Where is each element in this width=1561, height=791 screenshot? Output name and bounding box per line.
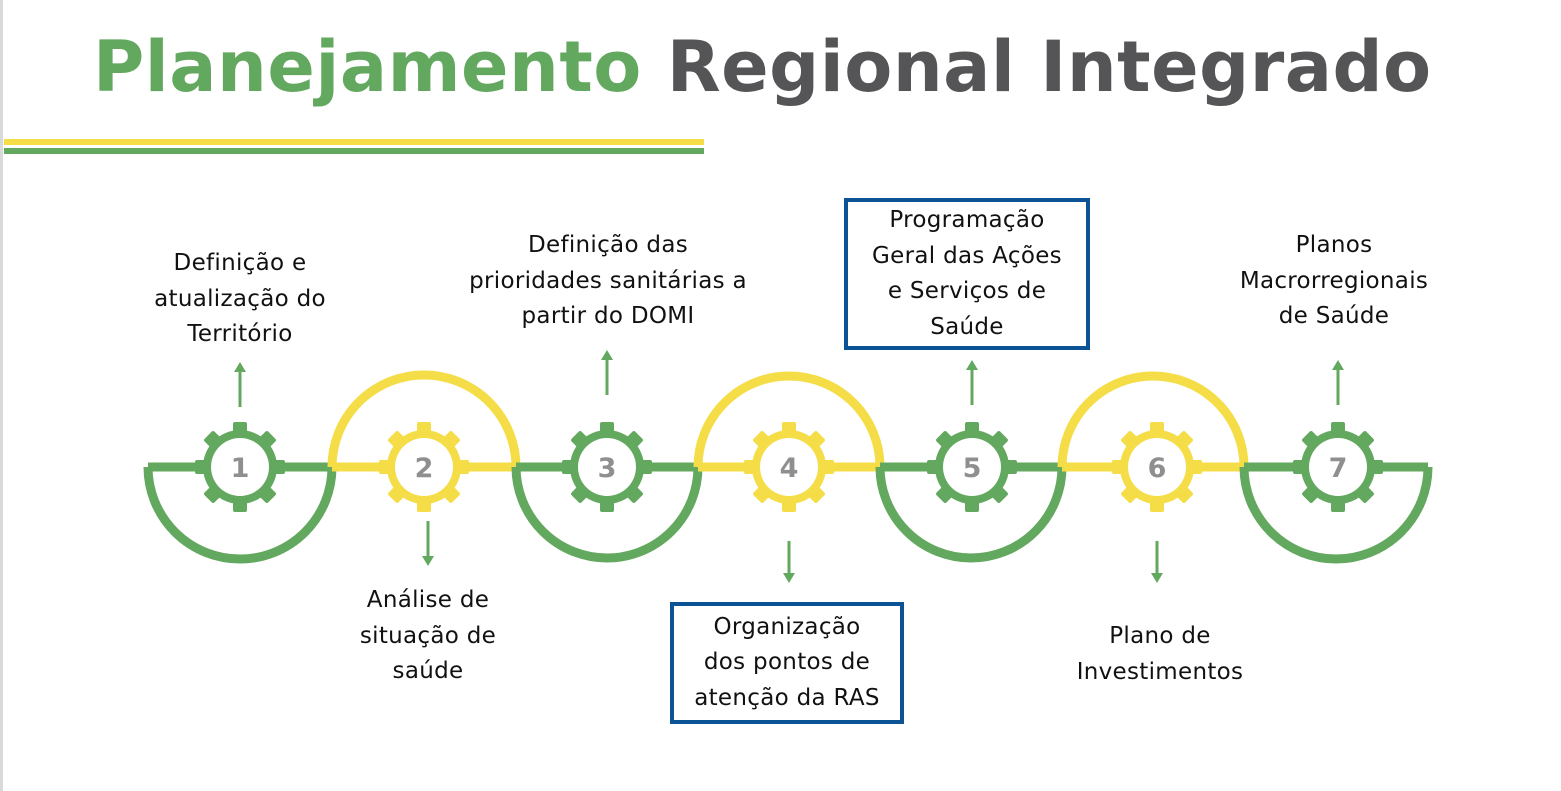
step-2-label-line: situação de bbox=[359, 622, 497, 649]
step-3-label-line: partir do DOMI bbox=[521, 303, 695, 329]
step-3-label-line: Definição das bbox=[527, 232, 689, 258]
gear-number-7: 7 bbox=[1329, 453, 1348, 484]
step-2-label-line: saúde bbox=[392, 658, 464, 684]
step-3-label: Definição das prioridades sanitárias a p… bbox=[469, 228, 747, 335]
step-2-label: Análise de situação de saúde bbox=[360, 583, 496, 690]
arrow-head-1 bbox=[234, 362, 246, 372]
step-6-label-line: Plano de bbox=[1109, 623, 1211, 649]
step-5-label-line: e Serviços de bbox=[887, 278, 1047, 304]
step-1-label: Definição e atualização do Território bbox=[154, 246, 326, 353]
step-5-label-line: Geral das Ações bbox=[872, 242, 1062, 269]
gear-hub bbox=[760, 438, 818, 496]
step-6-label: Plano de Investimentos bbox=[1077, 619, 1244, 690]
gear-2: 2 bbox=[379, 422, 469, 512]
gear-number-6: 6 bbox=[1148, 453, 1167, 484]
step-4-highlight-box: Organização dos pontos de atenção da RAS bbox=[670, 602, 904, 724]
arrow-head-6 bbox=[1151, 573, 1163, 583]
step-7-label-line: Macrorregionais bbox=[1239, 267, 1429, 294]
step-4-label: Organização dos pontos de atenção da RAS bbox=[694, 610, 880, 717]
gear-number-5: 5 bbox=[963, 453, 982, 484]
step-7-label: Planos Macrorregionais de Saúde bbox=[1240, 228, 1428, 335]
gear-number-4: 4 bbox=[780, 453, 799, 484]
step-5-highlight-box: Programação Geral das Ações e Serviços d… bbox=[844, 198, 1090, 350]
arrow-head-2 bbox=[422, 556, 434, 566]
step-1-label-line: Território bbox=[187, 321, 293, 347]
gear-4: 4 bbox=[744, 422, 834, 512]
step-1-label-line: atualização do bbox=[154, 285, 326, 312]
title-word-regional-integrado: Regional Integrado bbox=[666, 26, 1432, 108]
step-3-label-line: prioridades sanitárias a bbox=[469, 267, 747, 294]
gear-7: 7 bbox=[1293, 422, 1383, 512]
gear-hub bbox=[395, 438, 453, 496]
gear-hub bbox=[1309, 438, 1367, 496]
connector-arc-6 bbox=[1057, 371, 1249, 468]
step-4-label-line: Organização bbox=[713, 613, 861, 640]
arrow-head-5 bbox=[966, 360, 978, 370]
connector-arc-4 bbox=[693, 371, 885, 468]
gear-hub bbox=[211, 438, 269, 496]
title-underline-yellow bbox=[4, 139, 704, 145]
arrow-head-3 bbox=[601, 350, 613, 360]
page-edge bbox=[0, 0, 3, 791]
step-7-label-line: de Saúde bbox=[1278, 303, 1390, 329]
gear-5: 5 bbox=[927, 422, 1017, 512]
step-4-label-line: atenção da RAS bbox=[694, 684, 880, 711]
gear-number-2: 2 bbox=[415, 453, 434, 484]
step-5-label: Programação Geral das Ações e Serviços d… bbox=[872, 203, 1062, 345]
gear-1: 1 bbox=[195, 422, 285, 512]
page-title: Planejamento Regional Integrado bbox=[93, 22, 1432, 112]
gear-hub bbox=[943, 438, 1001, 496]
step-5-label-line: Programação bbox=[889, 207, 1045, 233]
connector-arc-2 bbox=[327, 370, 521, 468]
connector-arc-5 bbox=[875, 466, 1067, 563]
title-underline-green bbox=[4, 148, 704, 154]
gear-number-3: 3 bbox=[598, 453, 617, 484]
step-2-label-line: Análise de bbox=[366, 587, 490, 613]
arrow-head-4 bbox=[783, 573, 795, 583]
connector-arc-1 bbox=[143, 466, 337, 564]
gear-3: 3 bbox=[562, 422, 652, 512]
step-1-label-line: Definição e bbox=[173, 250, 307, 276]
gear-6: 6 bbox=[1112, 422, 1202, 512]
gear-hub bbox=[1128, 438, 1186, 496]
gear-number-1: 1 bbox=[231, 453, 250, 484]
arrow-head-7 bbox=[1332, 360, 1344, 370]
title-word-planejamento: Planejamento bbox=[93, 26, 642, 108]
connector-arc-3 bbox=[511, 466, 703, 563]
step-7-label-line: Planos bbox=[1295, 232, 1373, 258]
step-4-label-line: dos pontos de bbox=[703, 649, 871, 676]
gear-hub bbox=[578, 438, 636, 496]
connector-arc-7 bbox=[1239, 466, 1433, 564]
step-6-label-line: Investimentos bbox=[1076, 658, 1244, 685]
step-5-label-line: Saúde bbox=[930, 313, 1004, 340]
